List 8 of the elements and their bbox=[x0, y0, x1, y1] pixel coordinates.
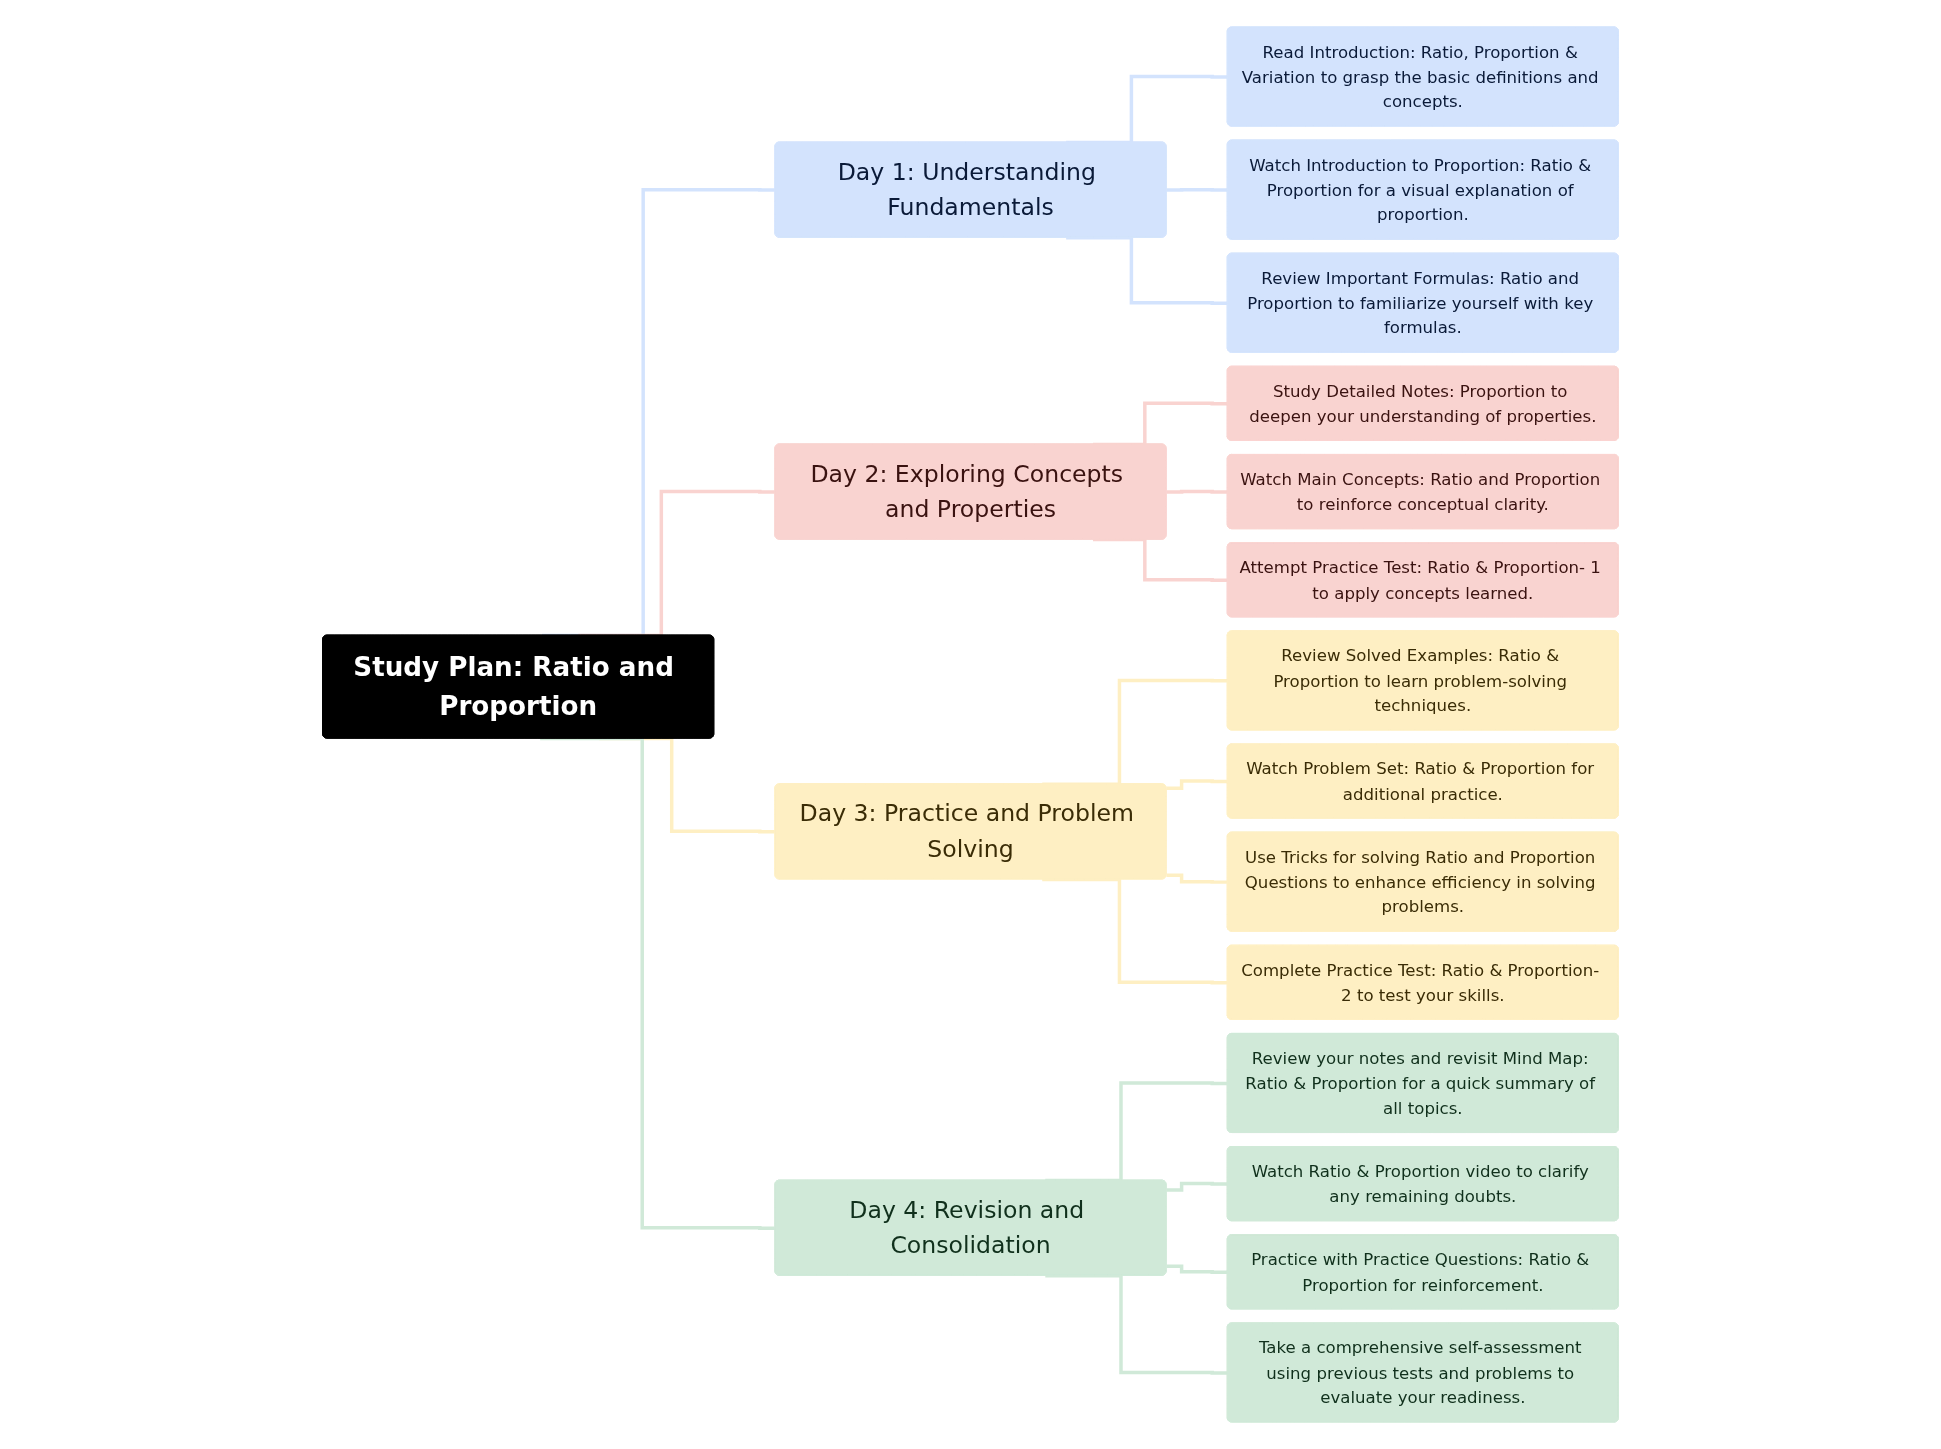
connector bbox=[1166, 779, 1228, 791]
connector bbox=[1166, 1181, 1228, 1192]
connector bbox=[1166, 873, 1228, 884]
connector bbox=[1045, 1274, 1228, 1375]
connector bbox=[1166, 1264, 1228, 1274]
connector bbox=[1042, 877, 1228, 985]
connector bbox=[1166, 187, 1228, 192]
connector bbox=[1166, 489, 1228, 494]
